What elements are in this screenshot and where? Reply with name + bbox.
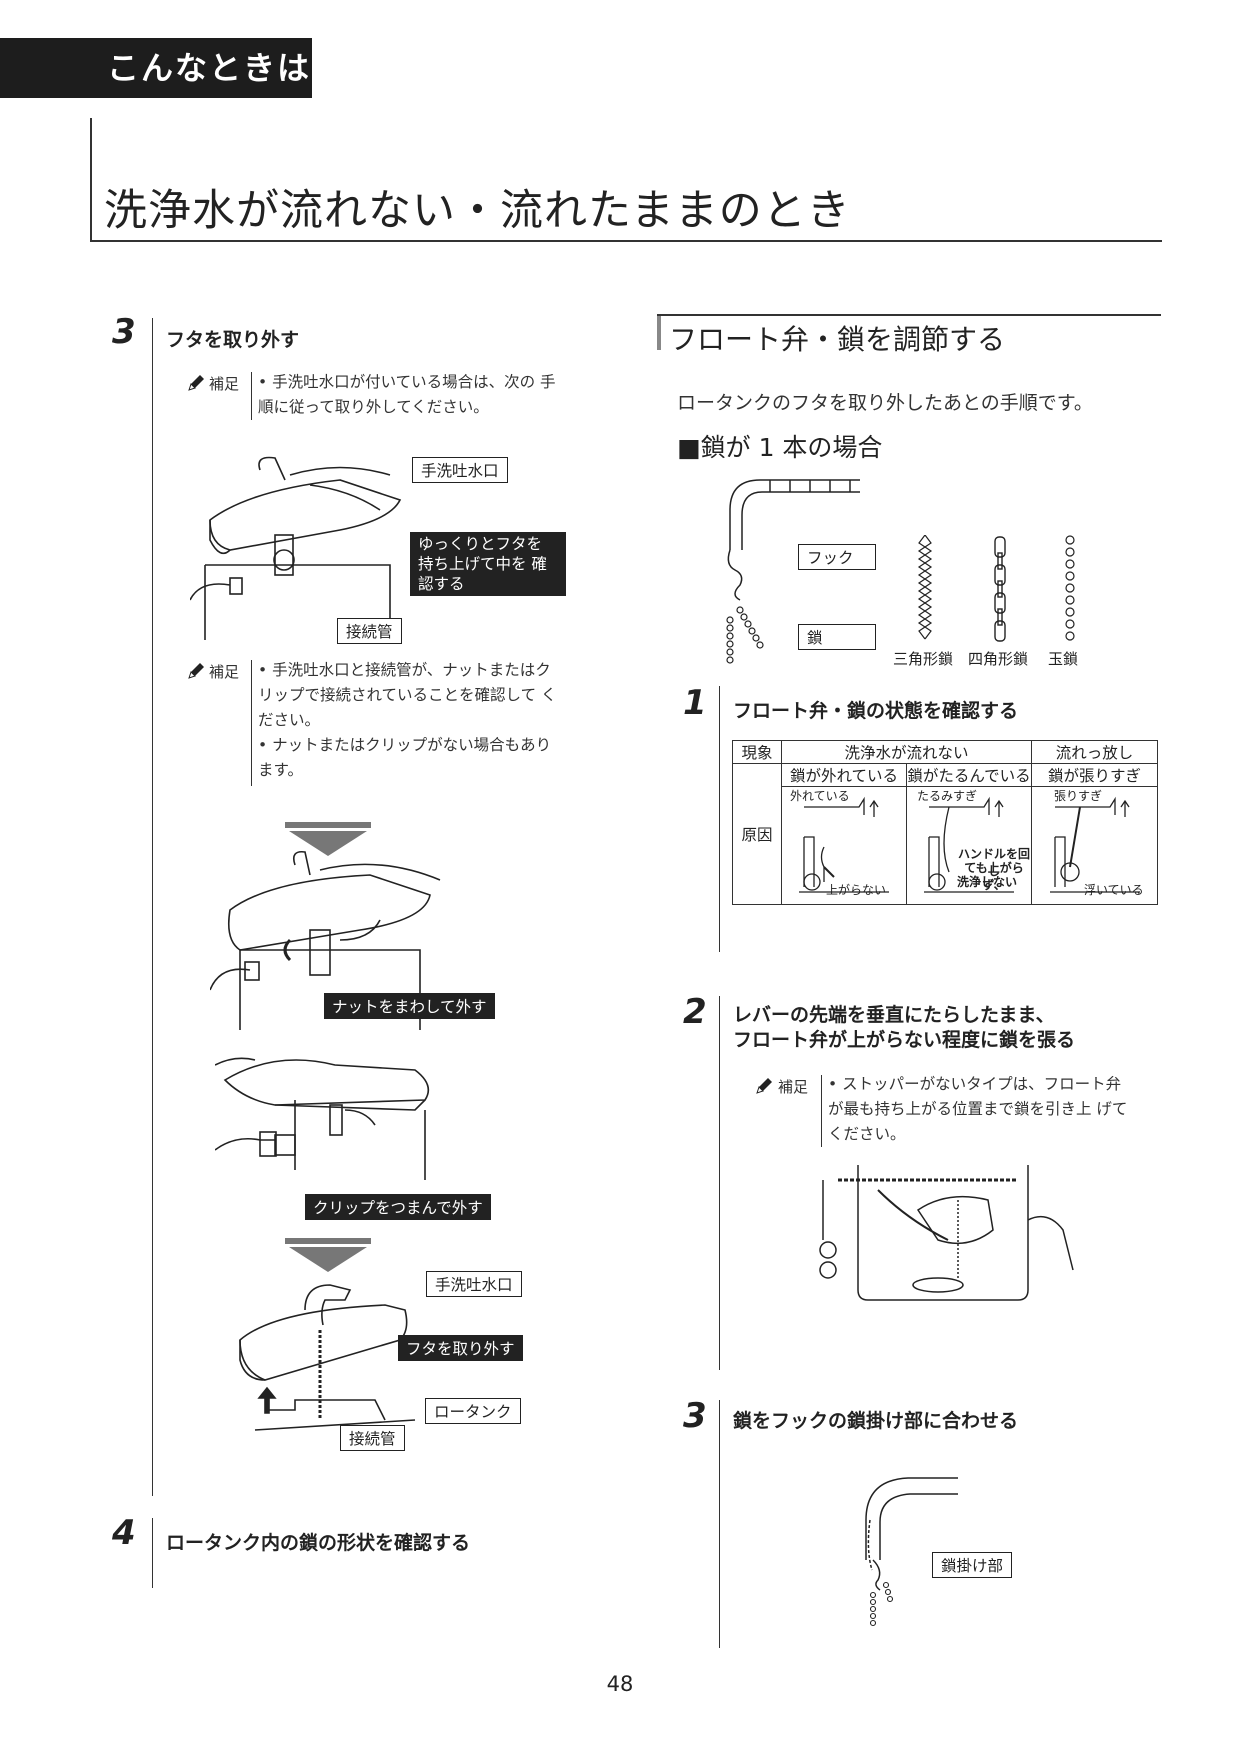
table-cell: 鎖が張りすぎ xyxy=(1031,763,1158,787)
note-label: 補足 xyxy=(209,375,240,393)
note-text: • 手洗吐水口が付いている場合は、次の 手順に従って取り外してください。 xyxy=(258,373,556,416)
step-divider xyxy=(719,996,720,1370)
callout-hook-part: 鎖掛け部 xyxy=(932,1552,1013,1578)
title-frame xyxy=(90,118,1162,242)
table-cell: 鎖が外れている xyxy=(781,763,907,787)
callout-faucet: 手洗吐水口 xyxy=(426,1271,522,1297)
step-number: 3 xyxy=(112,312,136,352)
header-rule xyxy=(657,314,1161,316)
step-title: 鎖をフックの鎖掛け部に合わせる xyxy=(733,1410,1019,1432)
hook-chain-illustration xyxy=(700,470,870,670)
down-arrow-icon xyxy=(285,822,371,856)
pencil-icon xyxy=(186,373,206,393)
case-label: ても上がらず、 xyxy=(964,861,1024,892)
step-divider xyxy=(152,1518,153,1588)
step-divider xyxy=(152,318,153,1496)
callout-pipe: 接続管 xyxy=(337,618,402,644)
callout-remove-lid: フタを取り外す xyxy=(398,1335,523,1361)
case-label: 浮いている xyxy=(1084,883,1144,897)
section-tab: こんなときは xyxy=(0,38,312,98)
clip-removal-illustration xyxy=(214,1050,455,1230)
chain-hook-illustration xyxy=(858,1460,968,1630)
pencil-icon xyxy=(754,1076,774,1096)
note-text: • ストッパーがないタイプは、フロート弁 が最も持ち上がる位置まで鎖を引き上 げ… xyxy=(828,1075,1128,1143)
chain-type-label: 四角形鎖 xyxy=(968,650,1029,668)
callout-faucet: 手洗吐水口 xyxy=(412,457,508,483)
cause-table: 現象 洗浄水が流れない 流れっ放し 原因 鎖が外れている 鎖がたるんでいる 鎖が… xyxy=(732,740,1158,905)
lid-removed-illustration xyxy=(235,1270,435,1440)
note-divider xyxy=(821,1075,822,1147)
callout-clip: クリップをつまんで外す xyxy=(305,1194,491,1220)
table-row-label: 原因 xyxy=(732,763,782,905)
single-chain-heading: ■鎖が 1 本の場合 xyxy=(677,433,883,462)
case-label: たるみすぎ xyxy=(917,789,978,803)
step-number: 2 xyxy=(683,992,707,1032)
header-bar xyxy=(657,316,661,350)
callout-chain: 鎖 xyxy=(798,624,876,650)
subsection-header: フロート弁・鎖を調節する xyxy=(669,323,1006,356)
case-label: 外れている xyxy=(790,789,850,803)
table-cell: 張りすぎ 浮いている xyxy=(1031,786,1158,905)
case-label: 上がらない xyxy=(826,883,887,897)
step-number: 4 xyxy=(112,1513,136,1553)
case-label: ハンドルを回し xyxy=(957,847,1030,878)
table-header: 洗浄水が流れない xyxy=(781,740,1032,764)
step-divider xyxy=(719,1400,720,1648)
page-number: 48 xyxy=(606,1672,634,1696)
step-number: 3 xyxy=(683,1396,707,1436)
note-item: • ナットまたはクリップがない場合もあり ます。 xyxy=(258,736,552,779)
case-label: 洗浄しない xyxy=(957,875,1018,889)
table-header: 現象 xyxy=(732,740,782,764)
step-number: 1 xyxy=(683,683,707,723)
triangle-chain-icon xyxy=(915,534,935,645)
tank-lid-lift-illustration xyxy=(189,450,420,650)
table-cell: 外れている 上がらない xyxy=(781,786,907,905)
intro-text: ロータンクのフタを取り外したあとの手順です。 xyxy=(677,392,1093,414)
ball-chain-icon xyxy=(1060,535,1080,645)
slack-chain-illustration xyxy=(924,796,1014,893)
down-arrow-icon xyxy=(285,1238,371,1272)
callout-lift-lid: ゆっくりとフタを 持ち上げて中を 確認する xyxy=(410,532,566,596)
callout-hook: フック xyxy=(798,544,876,570)
table-cell: たるみすぎ ハンドルを回し ても上がらず、 洗浄しない xyxy=(906,786,1032,905)
page-title: 洗浄水が流れない・流れたままのとき xyxy=(104,186,851,236)
pencil-icon xyxy=(186,661,206,681)
unhooked-chain-illustration xyxy=(799,796,889,893)
callout-nut: ナットをまわして外す xyxy=(324,993,495,1019)
taut-chain-illustration xyxy=(1049,796,1140,893)
step-title: フロート弁・鎖の状態を確認する xyxy=(733,700,1019,722)
note-item: • 手洗吐水口と接続管が、ナットまたはク リップで接続されていることを確認して … xyxy=(258,661,557,729)
note-divider xyxy=(251,372,252,420)
case-label: 張りすぎ xyxy=(1054,789,1103,803)
chain-type-label: 三角形鎖 xyxy=(893,650,954,668)
nut-removal-illustration xyxy=(209,850,460,1030)
callout-tank: ロータンク xyxy=(425,1398,521,1424)
step-title: フロート弁が上がらない程度に鎖を張る xyxy=(733,1029,1076,1051)
step-title: フタを取り外す xyxy=(166,329,300,351)
note-label: 補足 xyxy=(209,663,240,681)
note-label: 補足 xyxy=(778,1078,809,1096)
note-divider xyxy=(251,660,252,786)
callout-pipe: 接続管 xyxy=(340,1425,405,1451)
table-cell: 鎖がたるんでいる xyxy=(906,763,1032,787)
table-header: 流れっ放し xyxy=(1031,740,1158,764)
square-chain-icon xyxy=(990,535,1010,645)
step-title: レバーの先端を垂直にたらしたまま、 xyxy=(733,1004,1055,1026)
chain-type-label: 玉鎖 xyxy=(1048,650,1079,668)
tank-chain-adjust-illustration xyxy=(818,1160,1078,1310)
step-title: ロータンク内の鎖の形状を確認する xyxy=(166,1532,471,1554)
step-divider xyxy=(719,686,720,952)
